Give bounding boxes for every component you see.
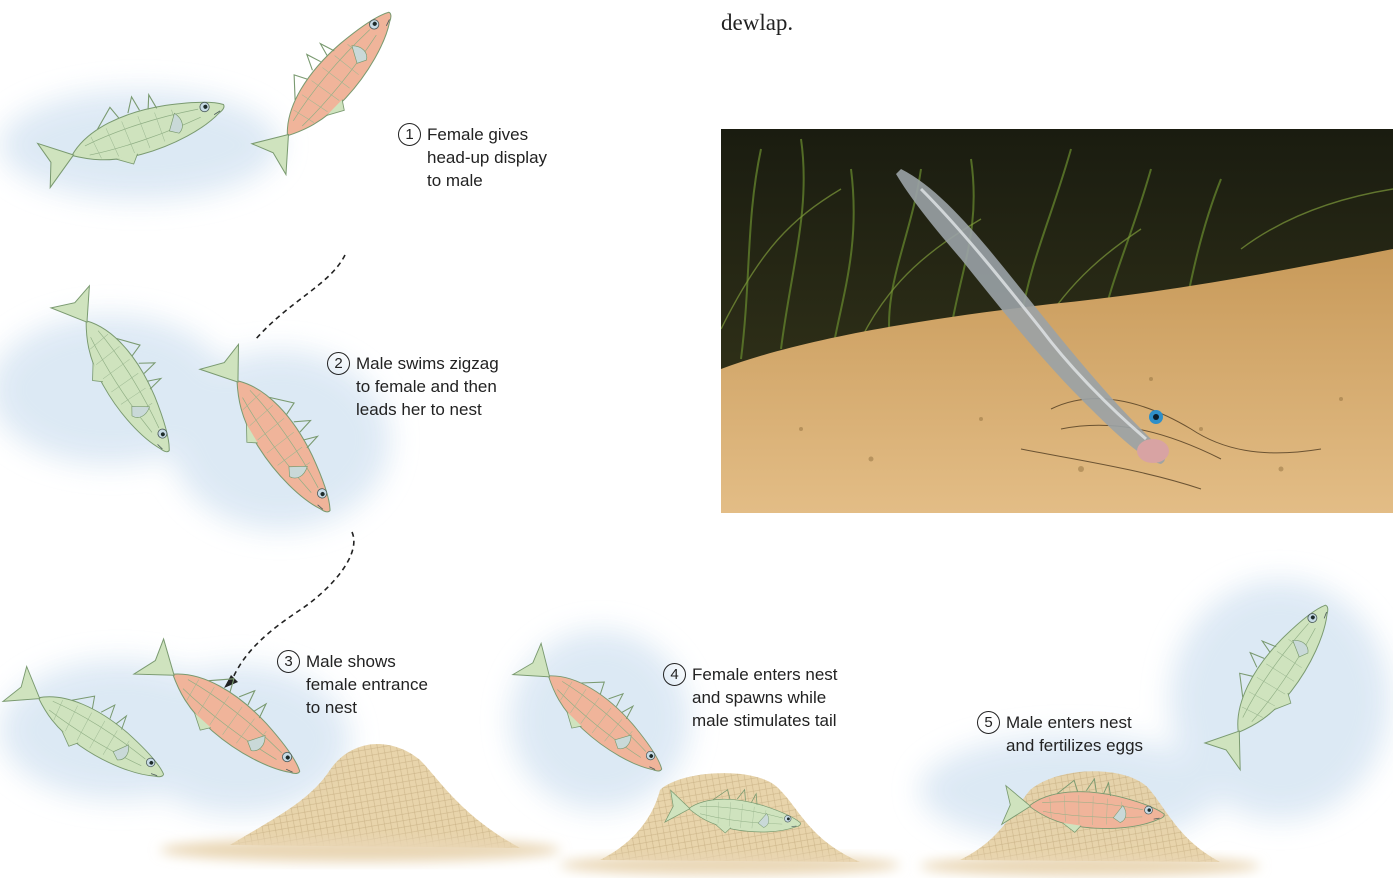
step-3-number: 3 bbox=[277, 650, 300, 673]
step-4-line-3: male stimulates tail bbox=[692, 709, 838, 732]
page-text-fragment: dewlap. bbox=[721, 10, 793, 36]
step-1-number: 1 bbox=[398, 123, 421, 146]
step-5-line-1: Male enters nest bbox=[1006, 711, 1143, 734]
step-3-line-1: Male shows bbox=[306, 650, 428, 673]
step-1-line-3: to male bbox=[427, 169, 547, 192]
step-4-number: 4 bbox=[663, 663, 686, 686]
step-3-label: 3 Male shows female entrance to nest bbox=[277, 650, 428, 719]
step-3-line-2: female entrance bbox=[306, 673, 428, 696]
step-2-label: 2 Male swims zigzag to female and then l… bbox=[327, 352, 499, 421]
photo-image bbox=[721, 129, 1393, 513]
step-2-line-2: to female and then bbox=[356, 375, 499, 398]
step-3-line-3: to nest bbox=[306, 696, 428, 719]
step-5-line-2: and fertilizes eggs bbox=[1006, 734, 1143, 757]
step-5-number: 5 bbox=[977, 711, 1000, 734]
step-1-line-1: Female gives bbox=[427, 123, 547, 146]
step-4-line-1: Female enters nest bbox=[692, 663, 838, 686]
step-2-line-1: Male swims zigzag bbox=[356, 352, 499, 375]
step-5-label: 5 Male enters nest and fertilizes eggs bbox=[977, 711, 1143, 757]
stickleback-photograph bbox=[721, 129, 1393, 513]
step-1-label: 1 Female gives head-up display to male bbox=[398, 123, 547, 192]
step-2-number: 2 bbox=[327, 352, 350, 375]
step-2-line-3: leads her to nest bbox=[356, 398, 499, 421]
step-1-line-2: head-up display bbox=[427, 146, 547, 169]
step-4-label: 4 Female enters nest and spawns while ma… bbox=[663, 663, 838, 732]
step-4-line-2: and spawns while bbox=[692, 686, 838, 709]
